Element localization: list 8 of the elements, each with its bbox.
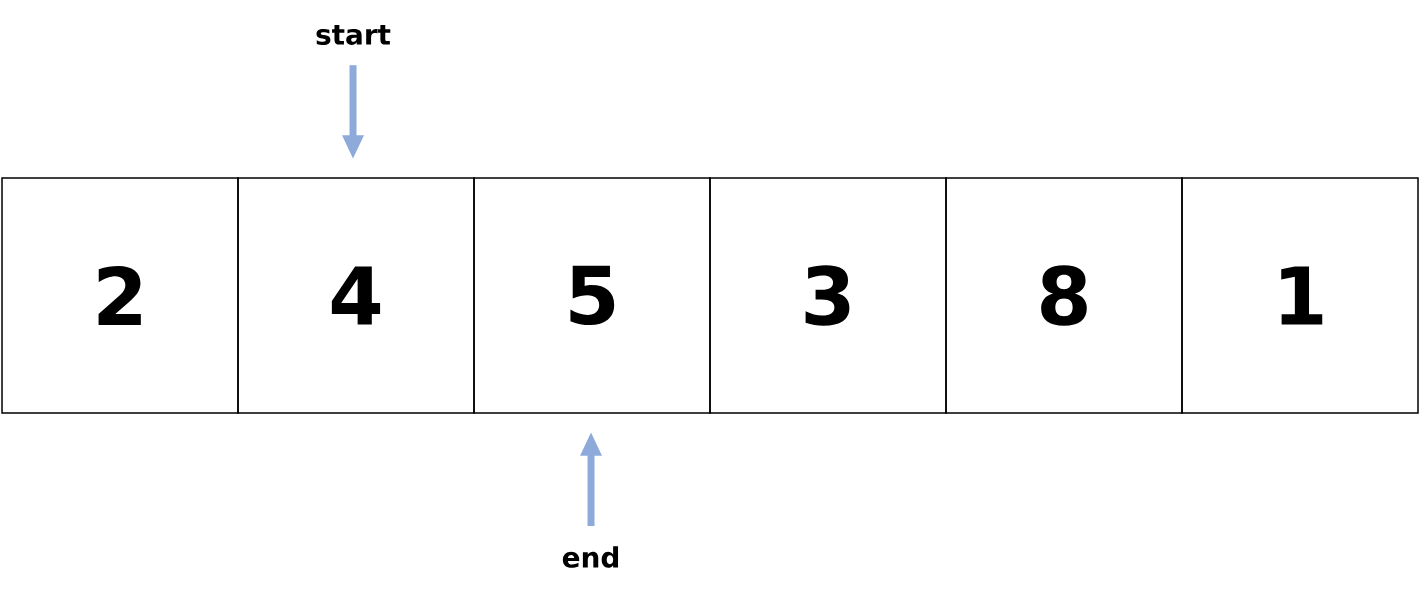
array-cell: 8 [945, 177, 1183, 414]
array-cell: 5 [473, 177, 711, 414]
pointer-label: end [562, 546, 619, 568]
pointer-label: start [316, 25, 391, 45]
array-cell: 2 [1, 177, 239, 414]
array-cell: 3 [709, 177, 947, 414]
array-cell: 1 [1181, 177, 1419, 414]
array-cell: 4 [237, 177, 475, 414]
